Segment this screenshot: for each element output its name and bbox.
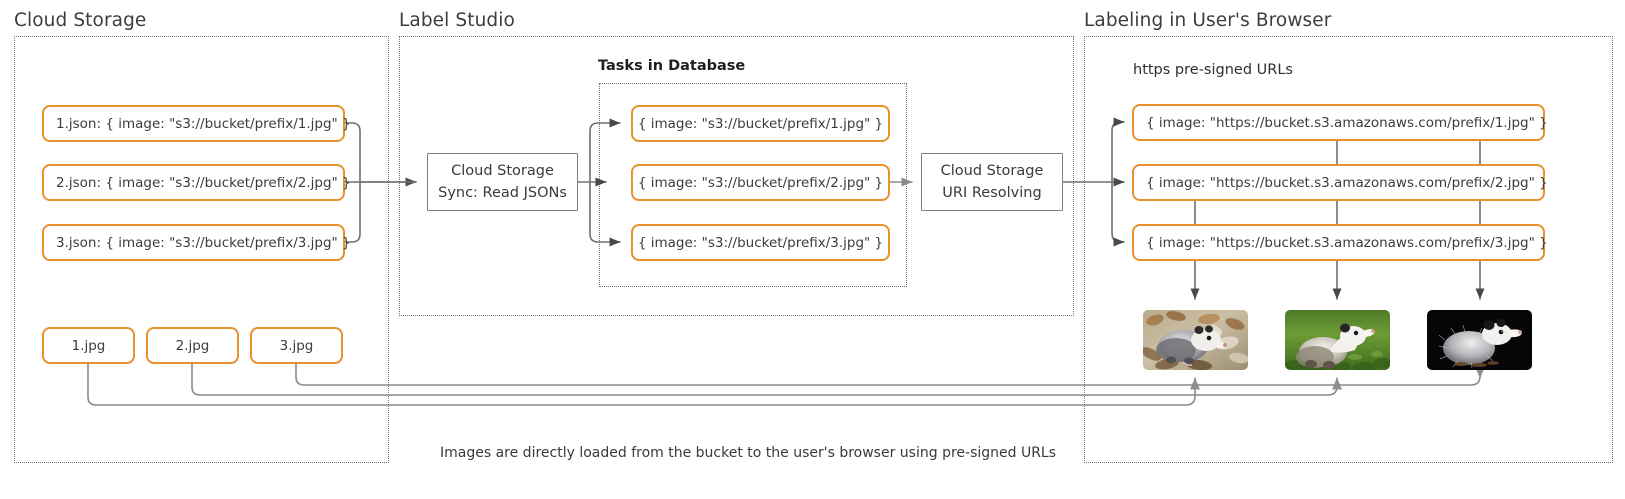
task-label-2: { image: "s3://bucket/prefix/2.jpg" } bbox=[637, 174, 884, 191]
subtitle-presigned-urls: https pre-signed URLs bbox=[1133, 62, 1293, 78]
thumbnail-opossum-3[interactable] bbox=[1427, 310, 1532, 370]
task-label-3: { image: "s3://bucket/prefix/3.jpg" } bbox=[637, 234, 884, 251]
panel-cloud-storage bbox=[14, 36, 389, 463]
json-file-box-3[interactable]: 3.json: { image: "s3://bucket/prefix/3.j… bbox=[42, 224, 351, 261]
task-box-3[interactable]: { image: "s3://bucket/prefix/3.jpg" } bbox=[631, 224, 890, 261]
presigned-url-box-3[interactable]: { image: "https://bucket.s3.amazonaws.co… bbox=[1132, 224, 1548, 261]
process-resolve-line2: URI Resolving bbox=[942, 185, 1042, 201]
panel-title-user-browser: Labeling in User's Browser bbox=[1084, 10, 1332, 31]
jpg-file-box-1[interactable]: 1.jpg bbox=[42, 327, 135, 364]
presigned-url-box-1[interactable]: { image: "https://bucket.s3.amazonaws.co… bbox=[1132, 104, 1548, 141]
panel-user-browser bbox=[1084, 36, 1613, 463]
process-sync-line2: Sync: Read JSONs bbox=[438, 185, 567, 201]
task-label-1: { image: "s3://bucket/prefix/1.jpg" } bbox=[637, 115, 884, 132]
jpg-file-box-2[interactable]: 2.jpg bbox=[146, 327, 239, 364]
thumbnail-image-2 bbox=[1285, 310, 1390, 370]
thumbnail-opossum-2[interactable] bbox=[1285, 310, 1390, 370]
thumbnail-opossum-1[interactable] bbox=[1143, 310, 1248, 370]
presigned-url-label-2: { image: "https://bucket.s3.amazonaws.co… bbox=[1146, 174, 1548, 191]
process-cloud-storage-sync[interactable]: Cloud Storage Sync: Read JSONs bbox=[427, 153, 578, 211]
jpg-file-label-1: 1.jpg bbox=[71, 337, 106, 354]
panel-label-studio bbox=[399, 36, 1074, 316]
footer-caption: Images are directly loaded from the buck… bbox=[440, 445, 1057, 461]
panel-title-cloud-storage: Cloud Storage bbox=[14, 10, 147, 31]
jpg-file-label-3: 3.jpg bbox=[279, 337, 314, 354]
json-file-box-1[interactable]: 1.json: { image: "s3://bucket/prefix/1.j… bbox=[42, 105, 351, 142]
panel-title-label-studio: Label Studio bbox=[399, 10, 515, 31]
presigned-url-label-1: { image: "https://bucket.s3.amazonaws.co… bbox=[1146, 114, 1548, 131]
thumbnail-image-1 bbox=[1143, 310, 1248, 370]
subtitle-tasks-in-database: Tasks in Database bbox=[598, 58, 746, 74]
json-file-label-2: 2.json: { image: "s3://bucket/prefix/2.j… bbox=[56, 174, 351, 191]
json-file-label-1: 1.json: { image: "s3://bucket/prefix/1.j… bbox=[56, 115, 351, 132]
process-resolve-line1: Cloud Storage bbox=[940, 162, 1044, 179]
process-uri-resolving[interactable]: Cloud Storage URI Resolving bbox=[921, 153, 1063, 211]
process-sync-line1: Cloud Storage bbox=[451, 162, 554, 179]
presigned-url-box-2[interactable]: { image: "https://bucket.s3.amazonaws.co… bbox=[1132, 164, 1548, 201]
presigned-url-label-3: { image: "https://bucket.s3.amazonaws.co… bbox=[1146, 234, 1548, 251]
json-file-label-3: 3.json: { image: "s3://bucket/prefix/3.j… bbox=[56, 234, 351, 251]
json-file-box-2[interactable]: 2.json: { image: "s3://bucket/prefix/2.j… bbox=[42, 164, 351, 201]
jpg-file-box-3[interactable]: 3.jpg bbox=[250, 327, 343, 364]
task-box-2[interactable]: { image: "s3://bucket/prefix/2.jpg" } bbox=[631, 164, 890, 201]
thumbnail-image-3 bbox=[1427, 310, 1532, 370]
task-box-1[interactable]: { image: "s3://bucket/prefix/1.jpg" } bbox=[631, 105, 890, 142]
jpg-file-label-2: 2.jpg bbox=[175, 337, 210, 354]
